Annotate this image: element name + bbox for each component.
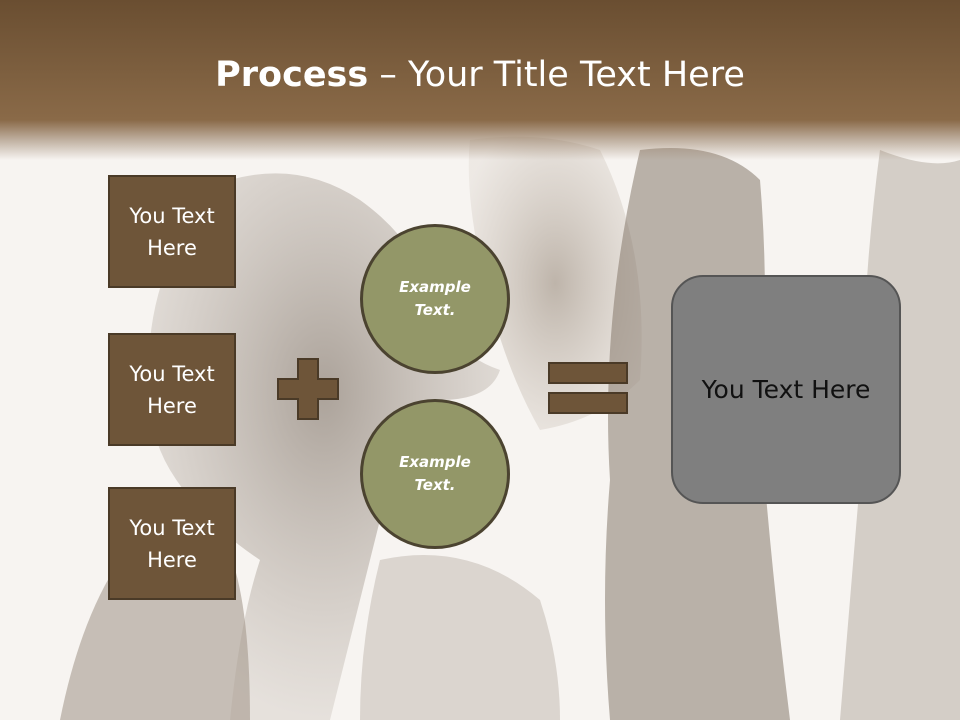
circle-label: Example Text. xyxy=(399,278,471,319)
circle-label: Example Text. xyxy=(399,453,471,494)
input-box-1[interactable]: You Text Here xyxy=(108,175,236,288)
equals-icon xyxy=(548,362,628,414)
result-box[interactable]: You Text Here xyxy=(671,275,901,504)
input-box-label: You Text Here xyxy=(129,203,215,260)
plus-icon xyxy=(277,358,339,420)
title-bar xyxy=(0,0,960,160)
example-circle-1[interactable]: Example Text. xyxy=(360,224,510,374)
input-box-label: You Text Here xyxy=(129,361,215,418)
slide-title: Process – Your Title Text Here xyxy=(0,52,960,98)
example-circle-2[interactable]: Example Text. xyxy=(360,399,510,549)
input-box-2[interactable]: You Text Here xyxy=(108,333,236,446)
title-bold: Process xyxy=(215,55,369,95)
result-label: You Text Here xyxy=(701,375,871,404)
input-box-label: You Text Here xyxy=(129,515,215,572)
title-rest: – Your Title Text Here xyxy=(368,55,745,95)
input-box-3[interactable]: You Text Here xyxy=(108,487,236,600)
